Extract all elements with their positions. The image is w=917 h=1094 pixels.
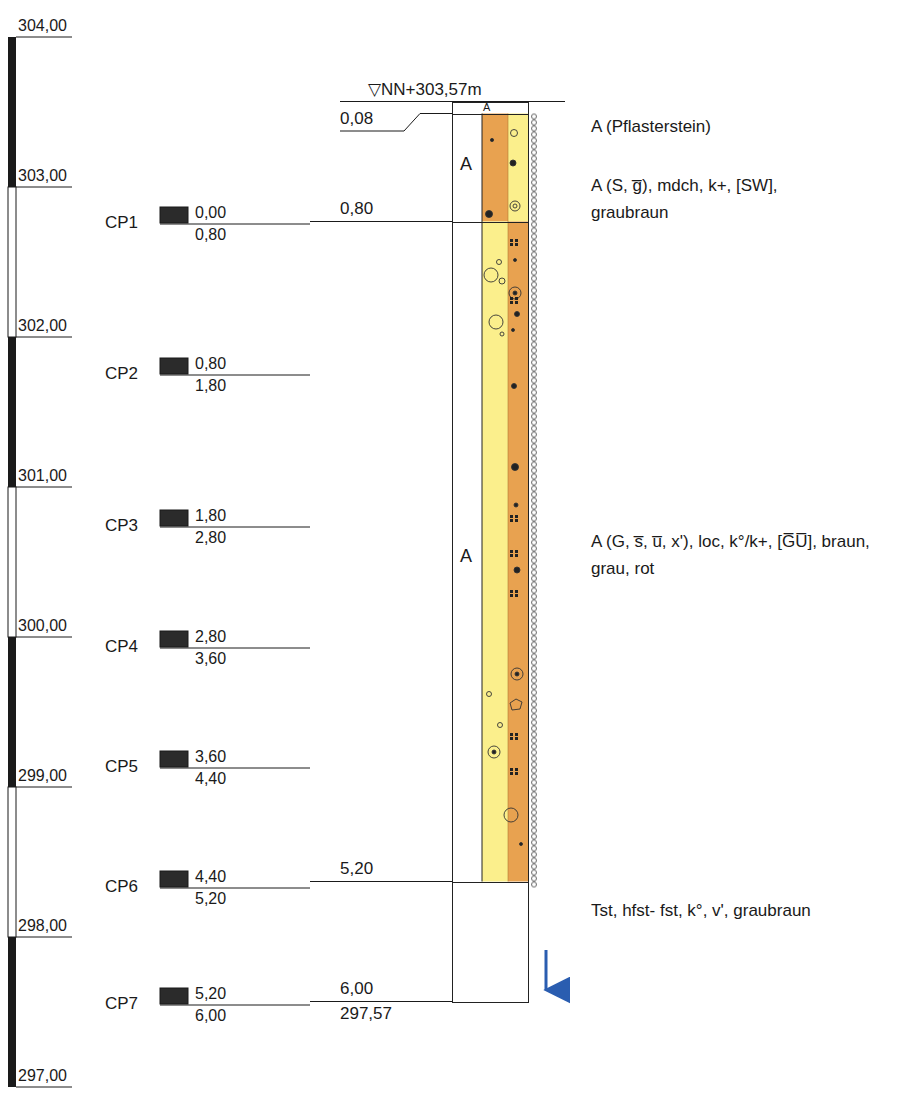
depth-label: 5,20 (340, 859, 373, 879)
soil-column-fill (482, 114, 541, 888)
elevation-label: 298,00 (18, 916, 67, 936)
sample-depth-from: 4,40 (195, 867, 226, 887)
layer-symbol: A (460, 153, 472, 175)
sample-name: CP4 (105, 637, 138, 657)
depth-label: 0,80 (340, 199, 373, 219)
sample-depth-from: 3,60 (195, 747, 226, 767)
sample-depth-to: 1,80 (195, 376, 226, 396)
sample-name: CP5 (105, 757, 138, 777)
sample-markers (160, 207, 310, 1005)
sample-name: CP3 (105, 516, 138, 536)
elevation-label: 300,00 (18, 616, 67, 636)
elevation-label: 297,57 (340, 1004, 392, 1024)
sample-depth-from: 0,80 (195, 354, 226, 374)
sample-name: CP1 (105, 213, 138, 233)
sample-depth-to: 3,60 (195, 649, 226, 669)
depth-label: 6,00 (340, 979, 373, 999)
sample-depth-to: 0,80 (195, 225, 226, 245)
layer-description: A (G, s̅, u̅, x'), loc, k°/k+, [G̅U̅], b… (591, 528, 911, 582)
elevation-label: 302,00 (18, 316, 67, 336)
soil-layer: AA (G, s̅, u̅, x'), loc, k°/k+, [G̅U̅], … (452, 222, 529, 883)
elevation-scale (8, 37, 72, 1087)
elevation-label: 297,00 (18, 1066, 67, 1086)
layer-description: Tst, hfst- fst, k°, v', graubraun (591, 901, 811, 921)
soil-symbols (484, 130, 523, 846)
sample-name: CP7 (105, 994, 138, 1014)
elevation-label: 304,00 (18, 16, 67, 36)
sample-depth-to: 2,80 (195, 528, 226, 548)
elevation-label: 303,00 (18, 166, 67, 186)
sample-depth-to: 6,00 (195, 1006, 226, 1026)
layer-description: A (S, g̅), mdch, k+, [SW], graubraun (591, 172, 841, 226)
layer-symbol: A (483, 100, 490, 114)
sample-depth-to: 5,20 (195, 889, 226, 909)
soil-layer: Tst, hfst- fst, k°, v', graubraun (452, 882, 529, 1003)
soil-layer: AA (S, g̅), mdch, k+, [SW], graubraun (452, 114, 529, 223)
elevation-label: 299,00 (18, 766, 67, 786)
sample-depth-from: 0,00 (195, 203, 226, 223)
elevation-label: 301,00 (18, 466, 67, 486)
depth-leaders (310, 102, 565, 1002)
ground-level-label: ▽NN+303,57m (368, 80, 482, 100)
depth-label: 0,08 (340, 109, 373, 129)
layer-symbol: A (460, 545, 472, 567)
sample-depth-to: 4,40 (195, 769, 226, 789)
sample-depth-from: 1,80 (195, 506, 226, 526)
continuation-arrow (545, 950, 548, 990)
sample-depth-from: 2,80 (195, 627, 226, 647)
sample-name: CP2 (105, 364, 138, 384)
sample-name: CP6 (105, 877, 138, 897)
sample-depth-from: 5,20 (195, 984, 226, 1004)
layer-description: A (Pflasterstein) (591, 117, 711, 137)
